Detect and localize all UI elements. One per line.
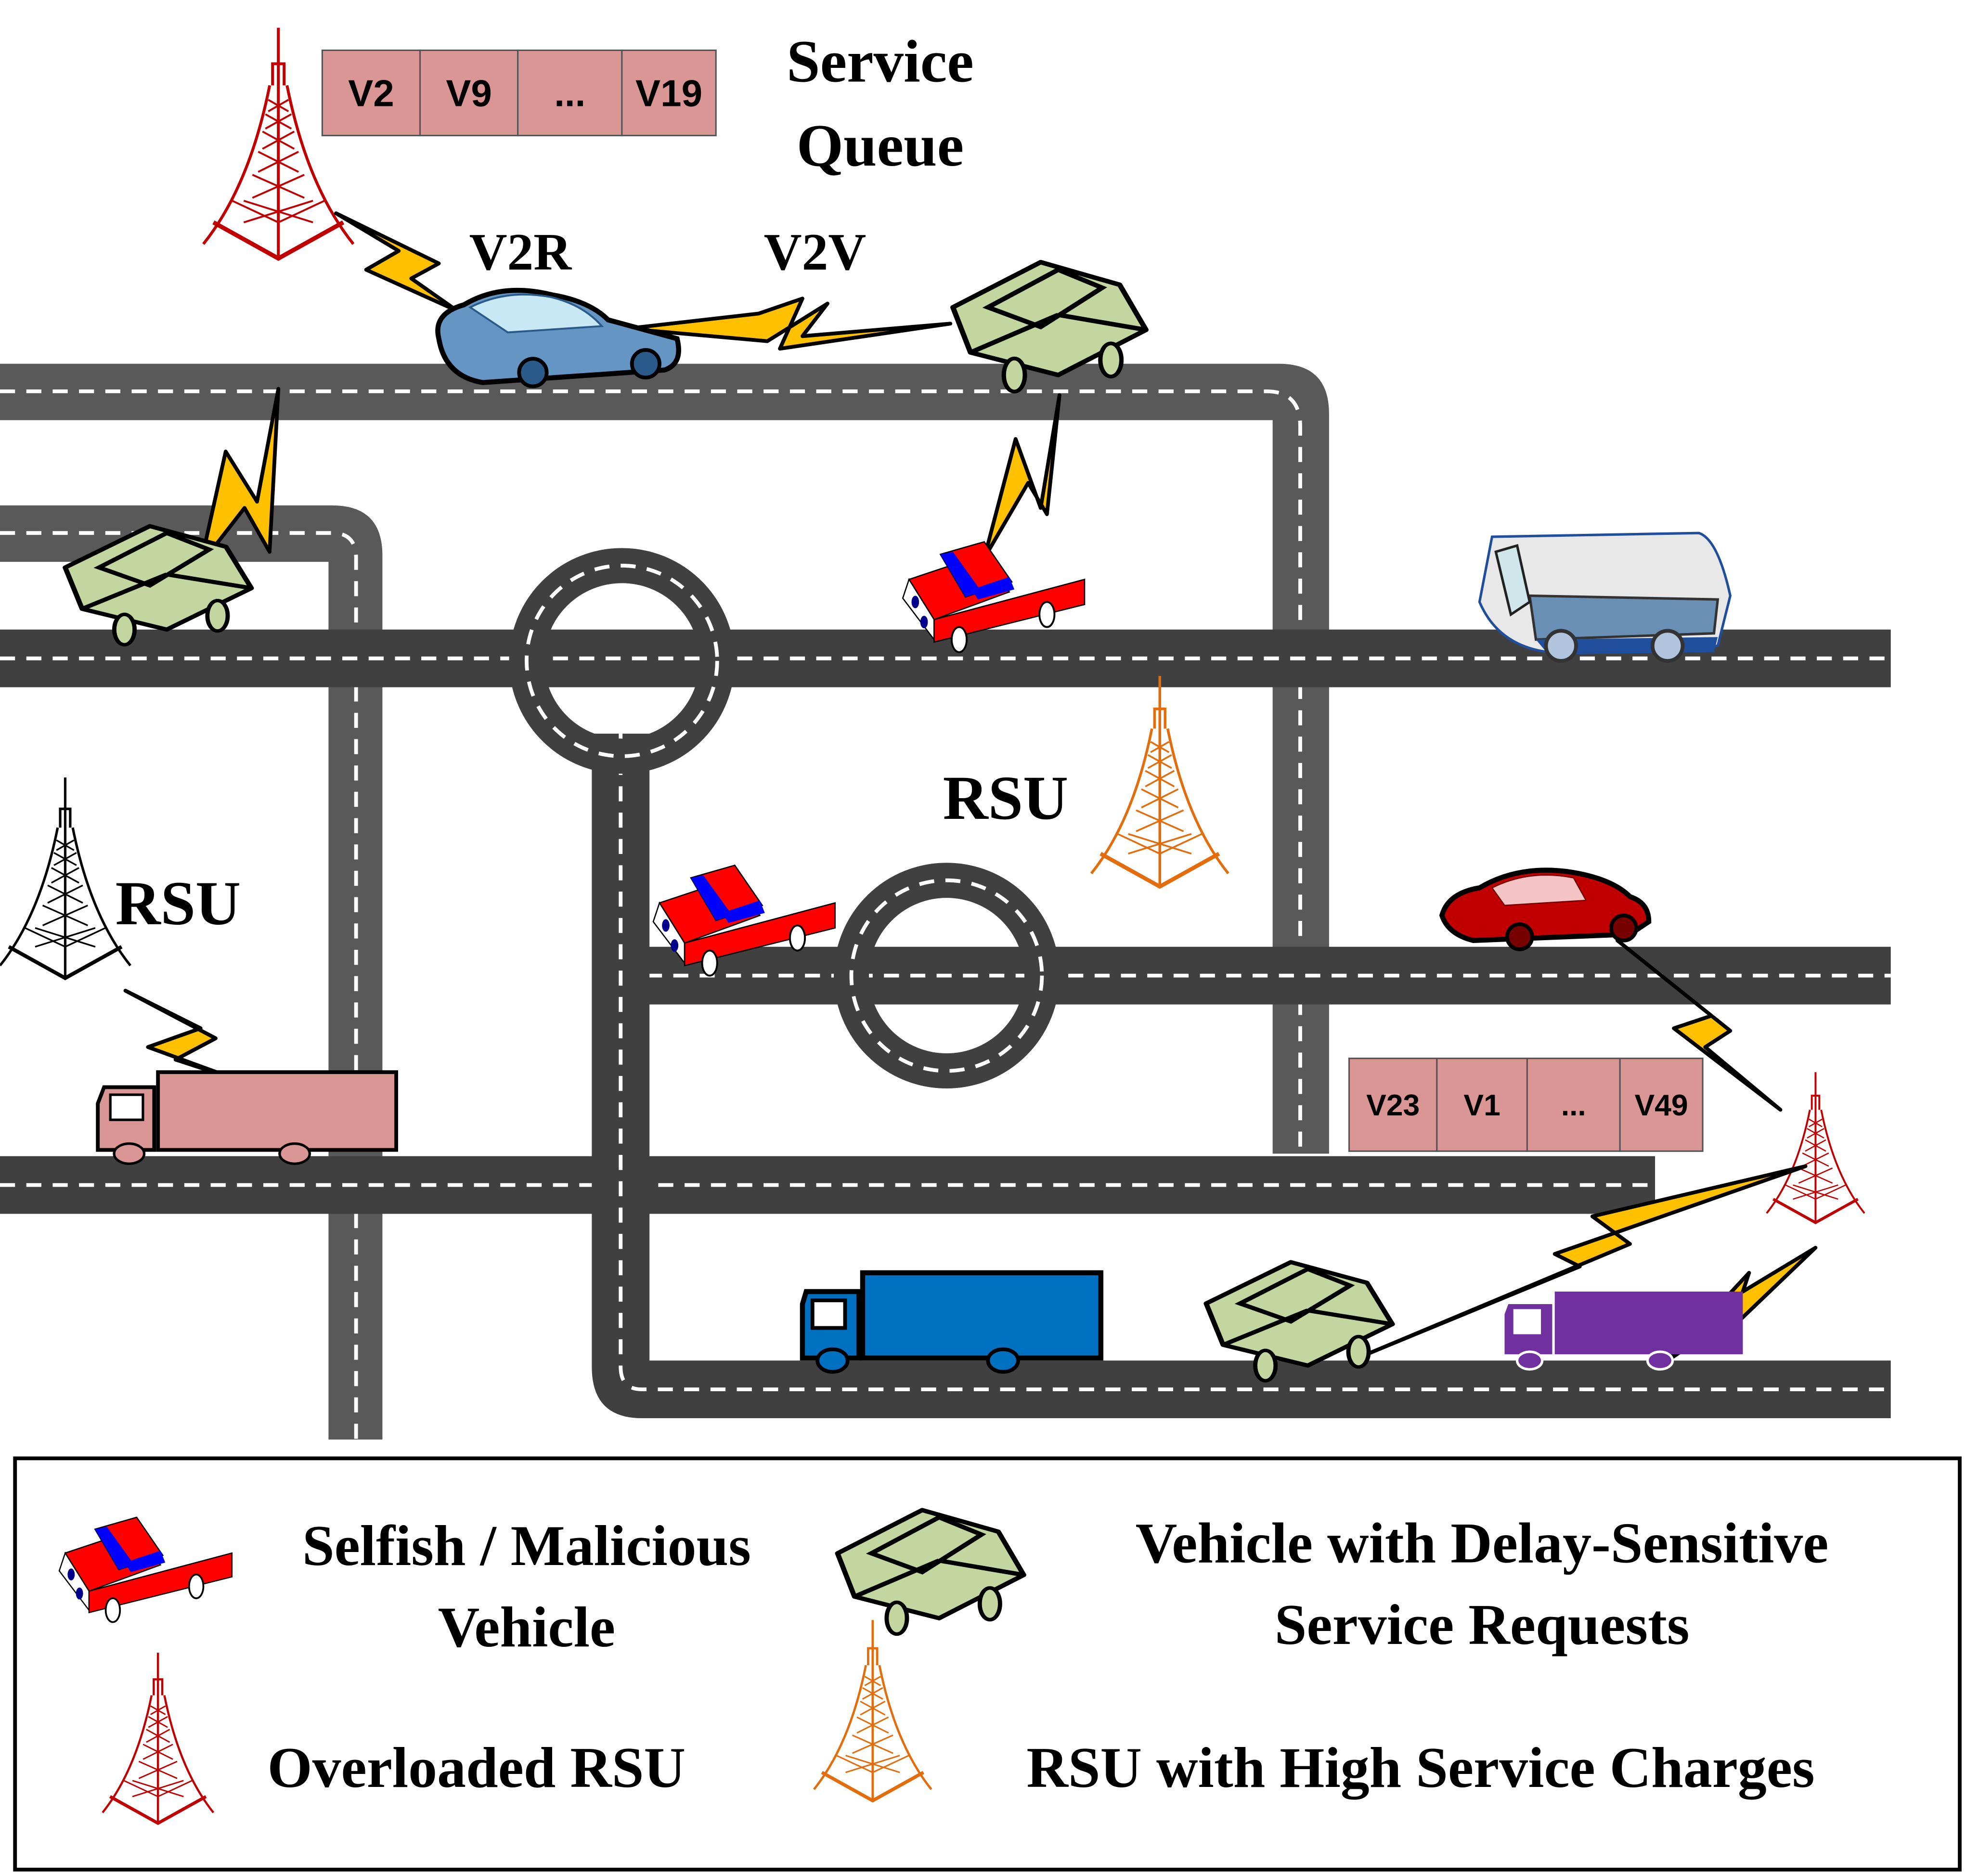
- overloaded-rsu-tower-right: [1767, 1072, 1864, 1223]
- rsu-label-center: RSU: [943, 763, 1069, 833]
- legend-overloaded-rsu: Overloaded RSU: [267, 1735, 686, 1799]
- queue-cell: [1526, 1057, 1621, 1152]
- blue-sedan-vehicle: [435, 287, 681, 388]
- bus-vehicle: [1478, 531, 1732, 663]
- queue-cell-label: ...: [1561, 1088, 1586, 1122]
- roundabout-upper-lane-marking: [525, 564, 719, 758]
- legend-malicious-vehicle-line1: Selfish / Malicious: [302, 1514, 751, 1578]
- queue-cell: [1619, 1057, 1704, 1152]
- pink-truck-vehicle: [96, 1070, 398, 1165]
- queue-cell: [321, 49, 421, 137]
- legend: Selfish / Malicious Vehicle Vehicle with…: [13, 1456, 1962, 1872]
- lightning-red-car-to-right-tower-icon: [1616, 938, 1783, 1112]
- queue-cell-label: V49: [1634, 1088, 1688, 1122]
- lightning-left-tower-to-truck-icon: [123, 988, 243, 1083]
- v2v-label: V2V: [764, 223, 867, 281]
- blue-truck-vehicle: [800, 1270, 1104, 1374]
- road-center-vertical-lane-marking: [619, 733, 1891, 1392]
- red-sports-car-vehicle: [1439, 867, 1652, 951]
- high-charge-rsu-tower-center: [1091, 676, 1228, 887]
- rsu-tower-left: [0, 777, 130, 978]
- queue-cell-label: V9: [446, 72, 492, 114]
- legend-malicious-vehicle-line2: Vehicle: [438, 1595, 615, 1659]
- v2r-label: V2R: [469, 223, 572, 281]
- purple-truck-vehicle: [1504, 1291, 1743, 1371]
- road-left-vertical: [0, 505, 383, 1440]
- road-top-lane-marking: [0, 389, 1302, 1154]
- legend-high-charge-rsu: RSU with High Service Charges: [1026, 1735, 1814, 1800]
- service-queue-title-line2: Queue: [797, 113, 964, 179]
- v2v-lightning-icon: [625, 297, 953, 351]
- rsu-label-left: RSU: [116, 869, 241, 938]
- service-queue-title-line1: Service: [787, 29, 974, 95]
- service-queue-top: V2 V9... V19: [321, 49, 717, 137]
- service-queue-bottom-right: V23 V1... V49: [1348, 1057, 1704, 1152]
- legend-delay-sensitive-line1: Vehicle with Delay-Sensitive: [1136, 1511, 1829, 1575]
- queue-cell: [1348, 1057, 1438, 1152]
- v2r-lightning-icon: [334, 211, 460, 313]
- roundabout-lower-lane-marking: [849, 878, 1044, 1073]
- queue-cell-label: ...: [554, 72, 585, 114]
- road-left-vertical-lane-marking: [0, 531, 358, 1440]
- legend-delay-sensitive-line2: Service Requests: [1275, 1592, 1690, 1656]
- queue-cell-label: V2: [348, 72, 394, 114]
- queue-cell-label: V23: [1366, 1088, 1420, 1122]
- queue-cell: [517, 49, 623, 137]
- queue-cell-label: V1: [1463, 1088, 1500, 1122]
- queue-cell: [621, 49, 717, 137]
- queue-cell-label: V19: [635, 72, 702, 114]
